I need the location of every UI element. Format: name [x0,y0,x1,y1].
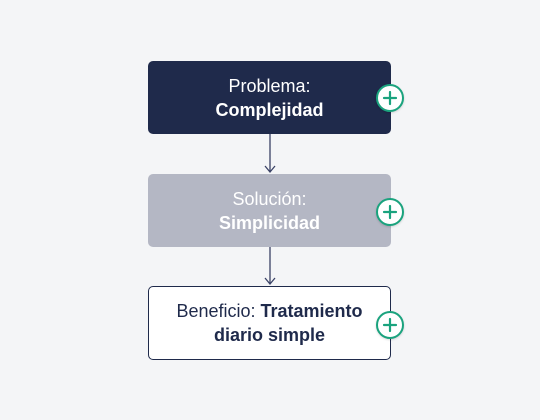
arrow-down-icon [264,134,276,174]
problem-card[interactable]: Problema: Complejidad [148,61,391,134]
solution-prefix: Solución: [232,188,307,209]
benefit-line-1: Beneficio: Tratamiento [176,299,362,323]
benefit-title-part2: diario simple [213,325,326,345]
plus-icon [382,90,398,106]
solution-card[interactable]: Solución: Simplicidad [148,174,391,247]
solution-title: Simplicidad [218,212,321,233]
problem-prefix: Problema: [228,75,311,96]
benefit-prefix: Beneficio: [176,301,261,321]
expand-solution-button[interactable] [376,198,404,226]
arrow-down-icon [264,247,276,286]
expand-problem-button[interactable] [376,84,404,112]
plus-icon [382,317,398,333]
benefit-title-part1: Tratamiento [260,301,363,321]
benefit-card[interactable]: Beneficio: Tratamiento diario simple [148,286,391,360]
plus-icon [382,204,398,220]
problem-title: Complejidad [215,99,324,120]
expand-benefit-button[interactable] [376,311,404,339]
